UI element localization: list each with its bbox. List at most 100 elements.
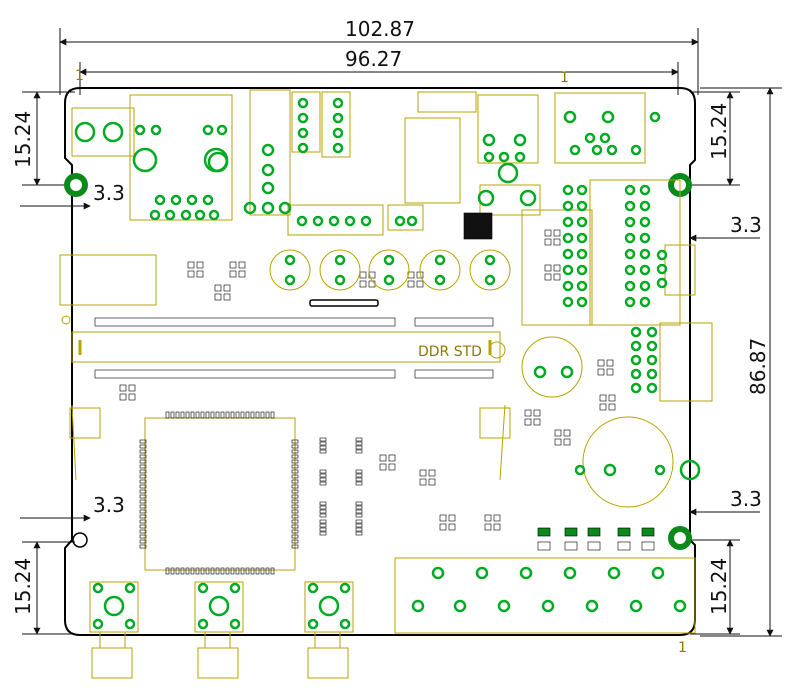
- smd-pad: [139, 459, 147, 464]
- smd-pad: [355, 509, 363, 514]
- smd-pad: [210, 411, 215, 419]
- pad: [332, 142, 344, 154]
- smd-pad: [240, 567, 245, 575]
- smd-pad: [190, 411, 195, 419]
- smd-pad: [355, 505, 363, 510]
- dim-hole-top-right: 3.3: [730, 213, 762, 237]
- header-pin: [312, 215, 324, 227]
- smd-pad: [355, 481, 363, 486]
- smd-pad: [319, 473, 327, 478]
- smd-pad: [291, 544, 299, 549]
- smd-pad: [139, 479, 147, 484]
- pad: [434, 274, 446, 286]
- smd-pad: [319, 481, 327, 486]
- pad: [533, 365, 547, 379]
- smd-pad: [196, 270, 204, 278]
- pin1-top-label: 1: [560, 70, 569, 86]
- jack-pad: [102, 121, 124, 143]
- smd-pad: [245, 567, 250, 575]
- smd-pad: [128, 384, 136, 392]
- smd-pad: [319, 477, 327, 482]
- smd-pad: [379, 463, 387, 471]
- smd-pad: [319, 509, 327, 514]
- pad: [243, 201, 257, 215]
- smd-pad: [260, 567, 265, 575]
- smd-pad: [200, 567, 205, 575]
- header-pin: [639, 296, 651, 308]
- pad: [477, 189, 495, 207]
- smd-pad: [210, 567, 215, 575]
- silkscreen: [59, 89, 713, 679]
- pad: [569, 144, 581, 156]
- smd-pad: [291, 479, 299, 484]
- dim-height: 86.87: [746, 338, 770, 395]
- pad: [453, 599, 467, 613]
- smd-pad: [214, 284, 222, 292]
- smd-pad: [291, 454, 299, 459]
- smd-pad: [359, 280, 367, 288]
- smd-pad: [319, 519, 327, 524]
- header-pin: [576, 184, 588, 196]
- smd-pad: [606, 359, 614, 367]
- smd-pad: [195, 411, 200, 419]
- smd-pad: [291, 514, 299, 519]
- hole: [203, 147, 229, 173]
- smd-pad: [230, 411, 235, 419]
- smd-pad: [319, 441, 327, 446]
- pad: [673, 599, 687, 613]
- smd-pad: [439, 514, 447, 522]
- smd-pad: [180, 567, 185, 575]
- smd-pad: [291, 474, 299, 479]
- smd-pad: [291, 534, 299, 539]
- capacitors: [269, 249, 511, 291]
- usb-pad: [497, 162, 519, 184]
- smd-pad: [439, 523, 447, 531]
- pad: [591, 144, 603, 156]
- sma-pad: [208, 595, 230, 617]
- pad: [563, 110, 577, 124]
- smd-pad: [238, 270, 246, 278]
- smd-pad: [139, 464, 147, 469]
- smd-pad: [544, 238, 552, 246]
- smd-pad: [205, 567, 210, 575]
- header-pin: [562, 248, 574, 260]
- smd-pad: [291, 469, 299, 474]
- smd-pad: [319, 505, 327, 510]
- pad: [332, 127, 344, 139]
- pad: [482, 133, 496, 147]
- smd-pad: [225, 567, 230, 575]
- smd-pad: [553, 273, 561, 281]
- header-pin: [624, 232, 636, 244]
- pad: [92, 618, 104, 630]
- smd-pad: [230, 567, 235, 575]
- pad: [629, 599, 643, 613]
- header-pin: [624, 248, 636, 260]
- pad: [124, 582, 136, 594]
- smd-pad: [563, 429, 571, 437]
- smd-pad: [617, 527, 631, 537]
- pad: [339, 582, 351, 594]
- smd-pad: [388, 463, 396, 471]
- smd-pad: [368, 271, 376, 279]
- header-pin: [646, 368, 658, 380]
- pad: [434, 254, 446, 266]
- capacitor: [269, 249, 311, 291]
- pad: [229, 582, 241, 594]
- smd-pad: [319, 513, 327, 518]
- dim-right-top: 15.24: [707, 103, 731, 160]
- smd-pad: [250, 411, 255, 419]
- jack-pad: [74, 121, 96, 143]
- smd-pad: [139, 519, 147, 524]
- pin1-bottom-label: 1: [678, 640, 687, 656]
- smd-pad: [599, 403, 607, 411]
- smd-pad: [139, 489, 147, 494]
- pad: [297, 142, 309, 154]
- smd-pad: [608, 394, 616, 402]
- header-pin: [576, 216, 588, 228]
- ddr-label: DDR STD: [418, 344, 482, 360]
- smd-pad: [139, 504, 147, 509]
- smd-pad: [139, 469, 147, 474]
- pad: [261, 201, 275, 215]
- smd-pad: [291, 459, 299, 464]
- smd-pad: [355, 523, 363, 528]
